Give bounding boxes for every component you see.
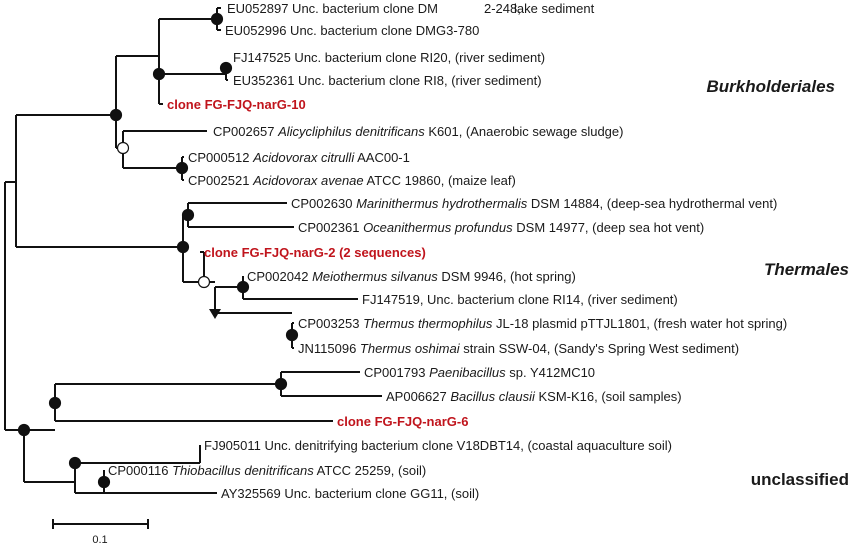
leaf-label: CP002657 Alicycliphilus denitrificans K6… [213, 124, 623, 139]
leaf-label: FJ147519, Unc. bacterium clone RI14, (ri… [362, 292, 678, 307]
leaf-label: EU052897 Unc. bacterium clone DM [227, 1, 438, 16]
leaf-label: CP002521 Acidovorax avenae ATCC 19860, (… [188, 173, 516, 188]
tree-leaf-labels: EU052897 Unc. bacterium clone DM 2-248,la… [108, 1, 787, 501]
collapsed-node-marker [209, 309, 221, 319]
scale-bar-label: 0.1 [92, 534, 107, 546]
bootstrap-node-high [236, 280, 250, 294]
bootstrap-node-high [176, 240, 190, 254]
leaf-label: CP003253 Thermus thermophilus JL-18 plas… [298, 316, 787, 331]
clade-label: Burkholderiales [707, 77, 836, 96]
leaf-label: lake sediment [514, 1, 595, 16]
leaf-label: CP002630 Marinithermus hydrothermalis DS… [291, 196, 777, 211]
leaf-label: FJ905011 Unc. denitrifying bacterium clo… [204, 438, 672, 453]
bootstrap-node-high [68, 456, 82, 470]
leaf-label: EU352361 Unc. bacterium clone RI8, (rive… [233, 73, 542, 88]
bootstrap-node-high [181, 208, 195, 222]
scale-bar: 0.1 [52, 519, 149, 546]
clade-label: unclassified [751, 470, 849, 489]
leaf-label: CP002042 Meiothermus silvanus DSM 9946, … [247, 269, 576, 284]
bootstrap-node-low [197, 275, 211, 289]
leaf-label: AP006627 Bacillus clausii KSM-K16, (soil… [386, 389, 682, 404]
leaf-label: CP000116 Thiobacillus denitrificans ATCC… [108, 463, 426, 478]
leaf-label: FJ147525 Unc. bacterium clone RI20, (riv… [233, 50, 545, 65]
bootstrap-node-low [116, 141, 130, 155]
bootstrap-node-high [48, 396, 62, 410]
leaf-label: AY325569 Unc. bacterium clone GG11, (soi… [221, 486, 479, 501]
leaf-label: 2-248, [484, 1, 521, 16]
leaf-label: EU052996 Unc. bacterium clone DMG3-780 [225, 23, 479, 38]
bootstrap-node-high [274, 377, 288, 391]
leaf-label: CP000512 Acidovorax citrulli AAC00-1 [188, 150, 410, 165]
bootstrap-node-high [219, 61, 233, 75]
leaf-label: CP001793 Paenibacillus sp. Y412MC10 [364, 365, 595, 380]
bootstrap-node-high [285, 328, 299, 342]
tree-nodes [17, 12, 299, 489]
leaf-label-highlighted: clone FG-FJQ-narG-2 (2 sequences) [204, 245, 426, 260]
bootstrap-node-high [109, 108, 123, 122]
leaf-label-highlighted: clone FG-FJQ-narG-10 [167, 97, 306, 112]
bootstrap-node-high [97, 475, 111, 489]
leaf-label-highlighted: clone FG-FJQ-narG-6 [337, 414, 468, 429]
bootstrap-node-high [152, 67, 166, 81]
leaf-label: JN115096 Thermus oshimai strain SSW-04, … [298, 341, 739, 356]
bootstrap-node-high [175, 161, 189, 175]
bootstrap-node-high [17, 423, 31, 437]
bootstrap-node-high [210, 12, 224, 26]
leaf-label: CP002361 Oceanithermus profundus DSM 149… [298, 220, 704, 235]
clade-label: Thermales [764, 260, 849, 279]
